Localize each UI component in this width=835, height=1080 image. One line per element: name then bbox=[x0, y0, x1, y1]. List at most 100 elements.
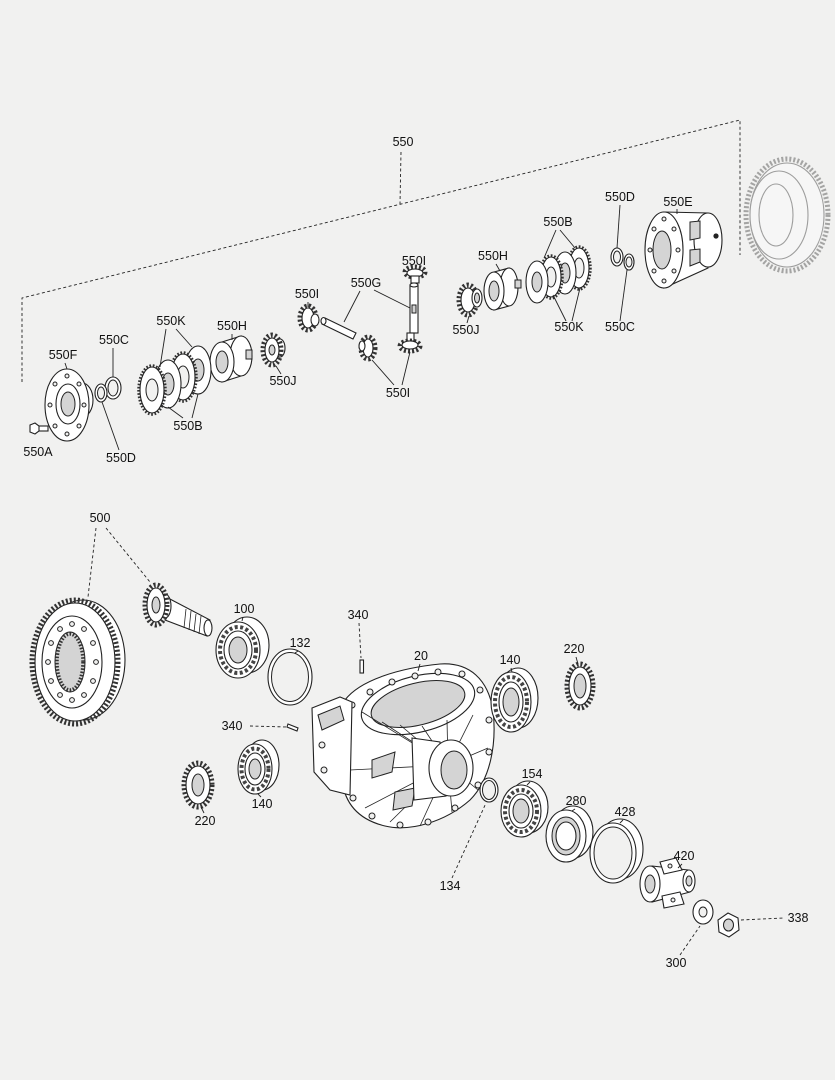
leader-550D-right bbox=[616, 204, 621, 249]
label-428: 428 bbox=[615, 805, 636, 819]
washer-550C-left bbox=[104, 376, 122, 400]
leader-500-b bbox=[105, 527, 151, 583]
washer-550D-right bbox=[610, 247, 624, 267]
leader-550I-bottom-b bbox=[401, 351, 411, 386]
flange-bolt-holes bbox=[647, 216, 681, 284]
drive-pinion-500 bbox=[142, 582, 213, 637]
leader-340-top bbox=[358, 622, 362, 659]
ring-132 bbox=[267, 648, 313, 706]
leader-550D-left bbox=[101, 401, 120, 451]
pin-340-top bbox=[359, 659, 365, 674]
leader-300 bbox=[679, 925, 701, 956]
label-550I-top: 550I bbox=[402, 254, 426, 268]
leader-550K-right-a bbox=[552, 294, 567, 322]
label-550H-right: 550H bbox=[478, 249, 508, 263]
bolt-550A bbox=[29, 422, 49, 435]
label-500: 500 bbox=[90, 511, 111, 525]
leader-550J-left bbox=[275, 365, 282, 375]
ring-gear-faded bbox=[743, 156, 831, 274]
label-550K-left: 550K bbox=[156, 314, 186, 328]
label-340-top: 340 bbox=[348, 608, 369, 622]
leader-340-left bbox=[249, 725, 288, 728]
leader-550J-right bbox=[466, 315, 470, 324]
leader-100 bbox=[241, 616, 244, 622]
side-gear-550J-left bbox=[260, 332, 286, 368]
label-154: 154 bbox=[522, 767, 543, 781]
label-550J-right: 550J bbox=[452, 323, 479, 337]
pinion-gear-550I-left bbox=[297, 303, 320, 333]
leader-550I-bottom-a bbox=[371, 359, 395, 386]
label-20: 20 bbox=[414, 649, 428, 663]
label-134: 134 bbox=[440, 879, 461, 893]
leader-220-right bbox=[575, 656, 579, 665]
side-gear-550J-right bbox=[456, 282, 483, 318]
adjusting-nut-220-left bbox=[181, 760, 215, 810]
leader-550K-left-b bbox=[175, 328, 193, 348]
bearing-140-left bbox=[237, 739, 280, 795]
leader-550G-b bbox=[373, 289, 411, 309]
ring-134 bbox=[479, 777, 499, 803]
leader-550B-left-b bbox=[191, 393, 199, 419]
label-140-right: 140 bbox=[500, 653, 521, 667]
leader-550K-left-a bbox=[159, 328, 167, 368]
flange-bolt-holes bbox=[47, 373, 87, 437]
label-340-left: 340 bbox=[222, 719, 243, 733]
label-280: 280 bbox=[566, 794, 587, 808]
label-140-left: 140 bbox=[252, 797, 273, 811]
seal-280 bbox=[545, 805, 594, 863]
label-550F: 550F bbox=[49, 348, 78, 362]
leader-132 bbox=[294, 650, 299, 654]
bearing-100 bbox=[215, 616, 270, 679]
leader-428 bbox=[619, 819, 624, 824]
leader-550B-left-a bbox=[167, 406, 184, 419]
label-550D-left: 550D bbox=[106, 451, 136, 465]
label-300: 300 bbox=[666, 956, 687, 970]
label-338: 338 bbox=[788, 911, 809, 925]
washer-550D-left bbox=[94, 383, 108, 403]
label-550K-right: 550K bbox=[554, 320, 584, 334]
leader-lines bbox=[64, 151, 785, 956]
leader-550G-a bbox=[343, 290, 361, 323]
pin-340-left bbox=[286, 723, 299, 732]
pinion-gear-550I-bottom-right bbox=[397, 332, 423, 354]
leader-550C-right bbox=[619, 269, 628, 322]
leader-550B-top-b bbox=[559, 229, 576, 249]
washer-300 bbox=[692, 899, 714, 925]
pinion-gear-550I-bottom-left bbox=[358, 334, 378, 362]
label-550C-left: 550C bbox=[99, 333, 129, 347]
label-550J-left: 550J bbox=[269, 374, 296, 388]
nut-338 bbox=[717, 912, 740, 938]
washer-550C-right bbox=[623, 253, 635, 271]
label-132: 132 bbox=[290, 636, 311, 650]
pinion-gear-550I-top bbox=[402, 264, 428, 284]
label-100: 100 bbox=[234, 602, 255, 616]
leader-20 bbox=[417, 663, 421, 672]
leader-280 bbox=[571, 808, 576, 812]
label-550A: 550A bbox=[23, 445, 53, 459]
differential-case-550E bbox=[644, 211, 723, 289]
cross-shaft-550G bbox=[320, 282, 419, 340]
leader-550F bbox=[64, 362, 68, 370]
label-550C-right: 550C bbox=[605, 320, 635, 334]
label-550I-bottom: 550I bbox=[386, 386, 410, 400]
flange-half-550F bbox=[44, 368, 94, 442]
label-550I-left: 550I bbox=[295, 287, 319, 301]
leader-550 bbox=[399, 151, 402, 205]
deflector-ring-428 bbox=[589, 818, 644, 884]
part-labels: 550 550D 550E 550B 550I 550H 550G 550I 5… bbox=[23, 135, 808, 970]
adjusting-nut-220-right bbox=[564, 661, 596, 711]
clutch-discs-right bbox=[525, 245, 592, 304]
ring-gear-bolt-holes bbox=[45, 621, 99, 703]
label-550G: 550G bbox=[351, 276, 382, 290]
bearing-154 bbox=[500, 780, 549, 838]
label-220-right: 220 bbox=[564, 642, 585, 656]
label-550B-left: 550B bbox=[173, 419, 202, 433]
leader-338 bbox=[740, 917, 785, 921]
ring-gear-500 bbox=[29, 597, 126, 727]
label-550: 550 bbox=[393, 135, 414, 149]
label-550E: 550E bbox=[663, 195, 692, 209]
leader-550B-top-a bbox=[543, 229, 557, 259]
leader-140-right bbox=[510, 667, 513, 673]
disc-550K bbox=[525, 260, 549, 304]
